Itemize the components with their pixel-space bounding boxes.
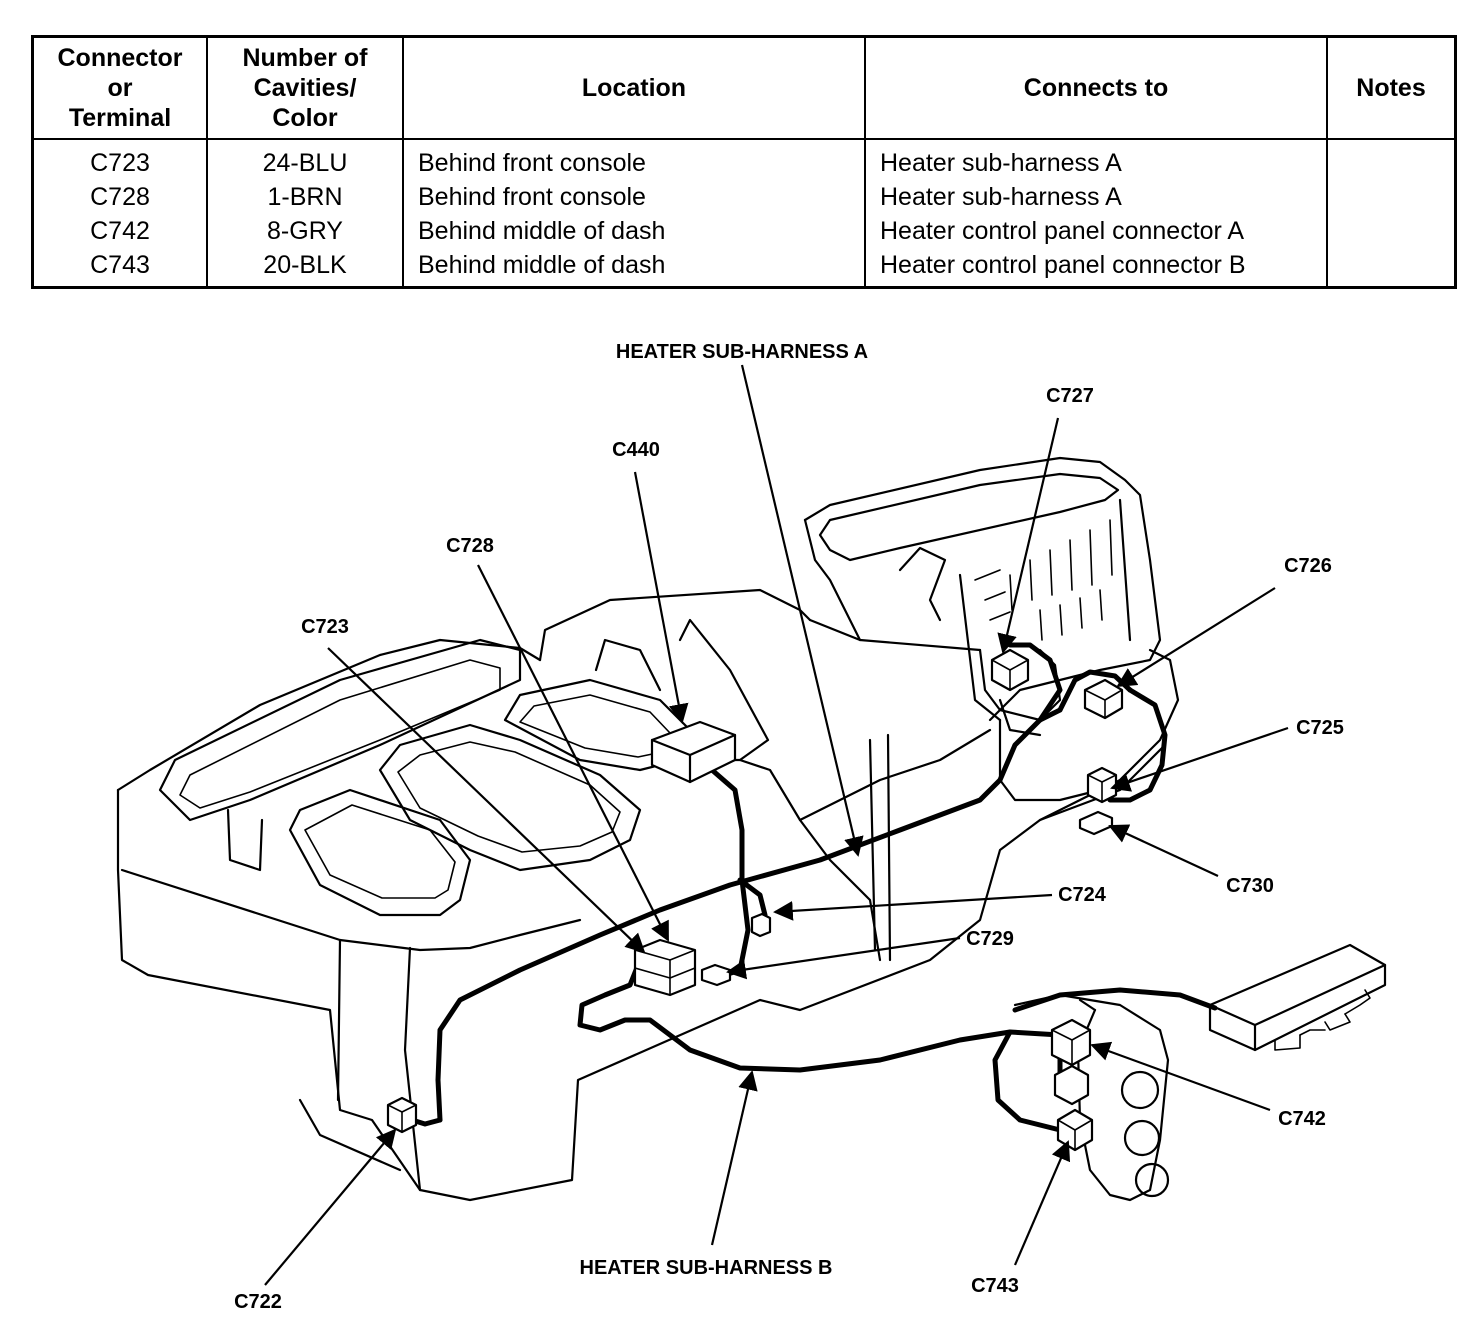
leader-lines bbox=[264, 364, 1289, 1286]
cell-cavities: 24-BLU 1-BRN 8-GRY 20-BLK bbox=[206, 139, 404, 288]
connector-middle-panel bbox=[1053, 1064, 1090, 1106]
label-c440: C440 bbox=[612, 439, 660, 461]
cell-connects-to: Heater sub-harness A Heater sub-harness … bbox=[864, 139, 1328, 288]
table-row: C723 C728 C742 C743 24-BLU 1-BRN 8-GRY 2… bbox=[31, 139, 1457, 288]
connector-c724 bbox=[750, 912, 772, 938]
label-c723: C723 bbox=[301, 616, 349, 638]
label-c742: C742 bbox=[1278, 1108, 1326, 1130]
connector-c728 bbox=[633, 938, 697, 997]
row-4-cavities: 20-BLK bbox=[263, 251, 347, 279]
heater-harness-diagram: HEATER SUB-HARNESS A C440 C727 C728 C726… bbox=[116, 341, 1387, 1313]
harness-b-wire bbox=[577, 957, 1063, 1073]
row-4-connector: C743 bbox=[90, 251, 150, 279]
header-connector-line-1: Connector bbox=[57, 44, 183, 72]
connectors bbox=[386, 648, 1124, 1152]
connector-c743 bbox=[1056, 1108, 1094, 1152]
row-4-location: Behind middle of dash bbox=[418, 251, 666, 279]
label-heater-sub-harness-a: HEATER SUB-HARNESS A bbox=[616, 341, 868, 363]
row-1-location: Behind front console bbox=[418, 149, 646, 177]
row-4-connects-to: Heater control panel connector B bbox=[880, 251, 1246, 279]
heater-control-panel bbox=[1013, 943, 1387, 1202]
label-c728: C728 bbox=[446, 535, 494, 557]
connector-c730 bbox=[1078, 810, 1114, 836]
connector-c722 bbox=[386, 1096, 418, 1134]
label-c725: C725 bbox=[1296, 717, 1344, 739]
header-connector: Connector or Terminal bbox=[31, 35, 208, 140]
label-c743: C743 bbox=[971, 1275, 1019, 1297]
header-cavities-line-3: Color bbox=[272, 104, 338, 132]
connector-c725 bbox=[1086, 766, 1118, 804]
header-notes: Notes bbox=[1326, 35, 1457, 140]
label-c727: C727 bbox=[1046, 385, 1094, 407]
row-3-connector: C742 bbox=[90, 217, 150, 245]
label-c726: C726 bbox=[1284, 555, 1332, 577]
row-3-location: Behind middle of dash bbox=[418, 217, 666, 245]
header-connector-line-2: or bbox=[107, 74, 133, 102]
label-heater-sub-harness-b: HEATER SUB-HARNESS B bbox=[580, 1257, 833, 1279]
connector-table: Connector or Terminal Number of Cavities… bbox=[31, 35, 1457, 289]
heater-unit-drawing bbox=[116, 456, 1180, 1202]
label-c724: C724 bbox=[1058, 884, 1107, 906]
row-1-connector: C723 bbox=[90, 149, 150, 177]
label-c729: C729 bbox=[966, 928, 1014, 950]
harness-a-wire bbox=[435, 707, 1063, 1123]
row-1-connects-to: Heater sub-harness A bbox=[880, 149, 1122, 177]
header-location: Location bbox=[402, 35, 866, 140]
row-2-connector: C728 bbox=[90, 183, 150, 211]
row-2-location: Behind front console bbox=[418, 183, 646, 211]
header-connector-line-3: Terminal bbox=[68, 104, 172, 132]
connector-c727 bbox=[990, 648, 1030, 692]
row-2-connects-to: Heater sub-harness A bbox=[880, 183, 1122, 211]
cell-locations: Behind front console Behind front consol… bbox=[402, 139, 866, 288]
label-c730: C730 bbox=[1226, 875, 1274, 897]
header-cavities: Number of Cavities/ Color bbox=[206, 35, 404, 140]
row-3-cavities: 8-GRY bbox=[267, 217, 343, 245]
cell-connectors: C723 C728 C742 C743 bbox=[31, 139, 208, 288]
header-cavities-line-1: Number of bbox=[242, 44, 368, 72]
header-cavities-line-2: Cavities/ bbox=[253, 74, 357, 102]
blower-grille bbox=[974, 519, 1113, 641]
row-1-cavities: 24-BLU bbox=[262, 149, 348, 177]
connector-c440 bbox=[650, 720, 737, 784]
connector-c726 bbox=[1083, 678, 1124, 720]
cell-notes bbox=[1326, 139, 1457, 288]
connector-c729 bbox=[700, 963, 732, 987]
row-3-connects-to: Heater control panel connector A bbox=[880, 217, 1245, 245]
connector-c742 bbox=[1050, 1018, 1092, 1067]
row-2-cavities: 1-BRN bbox=[267, 183, 343, 211]
header-connects-to: Connects to bbox=[864, 35, 1328, 140]
label-c722: C722 bbox=[234, 1291, 282, 1313]
table-header-row: Connector or Terminal Number of Cavities… bbox=[31, 35, 1457, 140]
